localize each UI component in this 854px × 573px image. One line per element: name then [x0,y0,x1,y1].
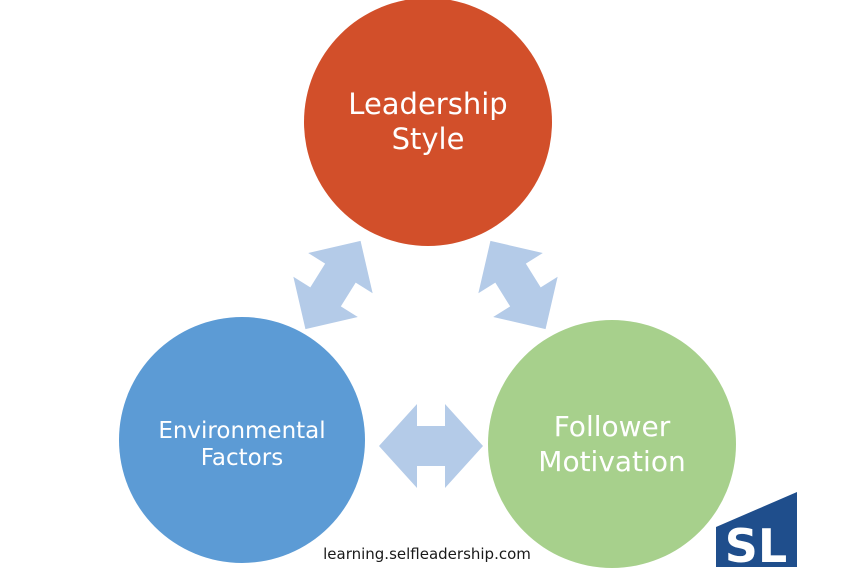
double-arrow-icon [379,404,483,488]
logo-background [716,492,797,567]
node-environmental-factors: Environmental Factors [119,317,365,563]
node-leadership-style: Leadership Style [304,0,552,246]
node-label-line-2: Motivation [538,445,685,478]
node-circle [119,317,365,563]
double-arrow-icon [293,240,373,330]
node-label-line-2: Style [392,122,465,156]
node-label-line-2: Factors [201,445,283,471]
node-label-line-1: Follower [554,410,671,443]
node-circle [304,0,552,246]
footer-url: learning.selfleadership.com [323,545,531,563]
arrow-leadership-follower [478,240,558,330]
arrow-leadership-environmental [293,240,373,330]
double-arrow-icon [478,240,558,330]
node-follower-motivation: Follower Motivation [488,320,736,568]
logo-text: SL [725,519,787,573]
arrow-environmental-follower [379,404,483,488]
sl-logo: SL [716,492,797,573]
node-label-line-1: Environmental [158,418,325,444]
node-label-line-1: Leadership [348,87,507,121]
node-circle [488,320,736,568]
